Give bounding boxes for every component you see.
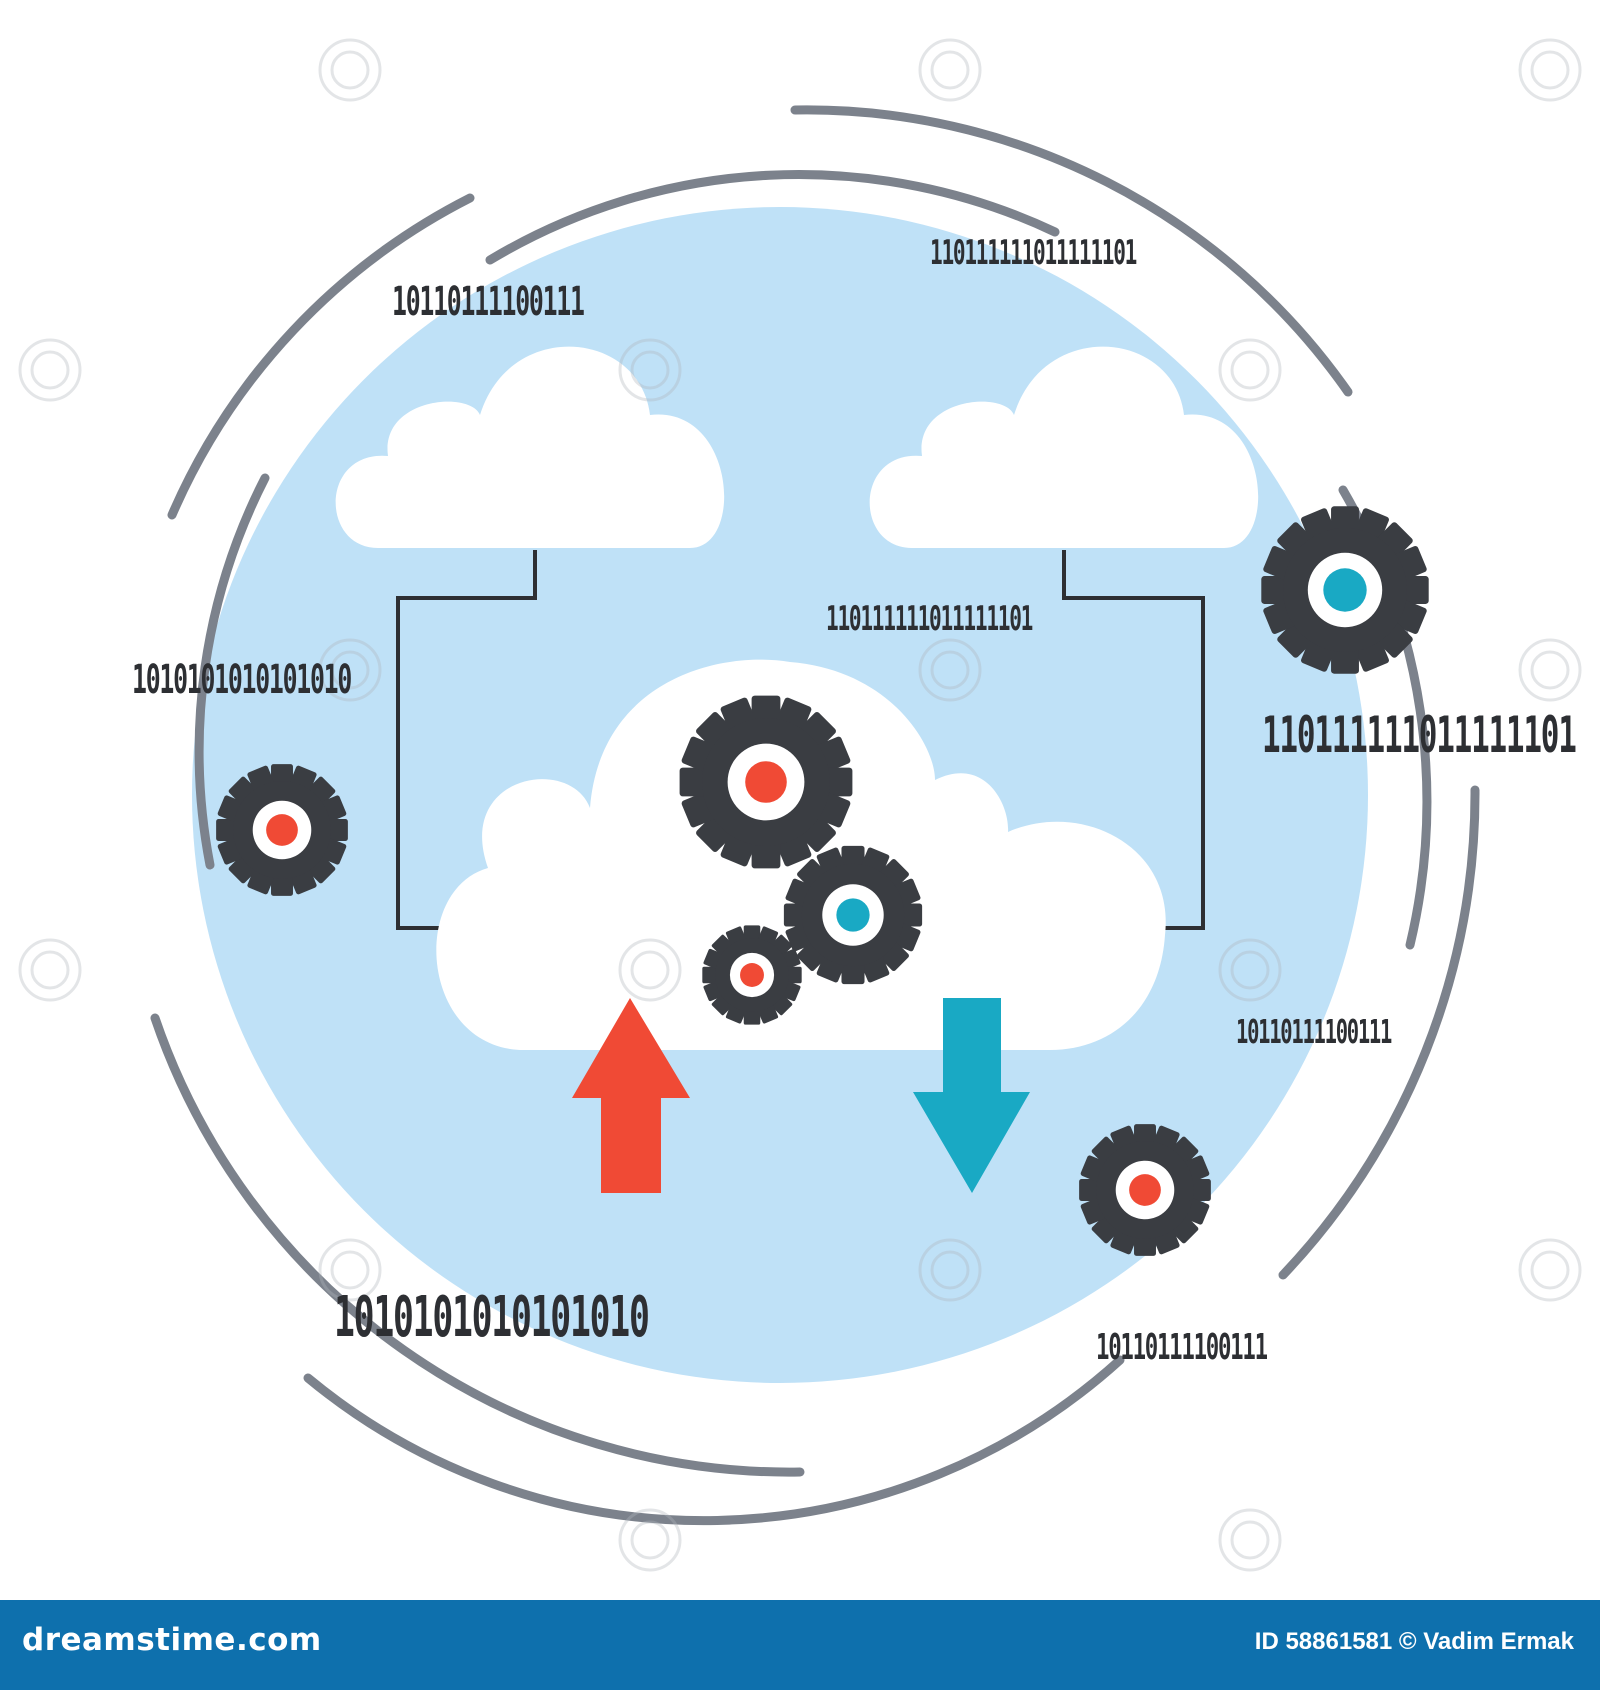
cloud-icon <box>335 346 725 548</box>
binary-text: 110111111011111101 <box>930 233 1137 273</box>
gear-icon <box>216 764 348 896</box>
binary-text: 10110111100111 <box>392 279 585 325</box>
gear-icon <box>1261 506 1429 674</box>
illustration: 10110111100111 110111111011111101 110111… <box>18 38 1582 1572</box>
brand-name: dreamstime.com <box>22 1622 322 1658</box>
upload-arrow-icon <box>572 998 690 1193</box>
gear-icon <box>783 845 923 985</box>
gear-icon <box>679 695 853 869</box>
watermark-pattern <box>18 38 1582 1572</box>
binary-text: 10110111100111 <box>1096 1327 1268 1368</box>
image-credit: ID 58861581 © Vadim Ermak <box>1254 1628 1574 1655</box>
gear-icon <box>702 925 802 1025</box>
connector-lines <box>396 550 1205 930</box>
cloud-computing-illustration <box>18 38 1582 1572</box>
binary-text: 1010101010101010 <box>334 1285 650 1350</box>
gear-icon <box>1079 1124 1211 1256</box>
footer-bar: dreamstime.com ID 58861581 © Vadim Ermak <box>0 1600 1600 1690</box>
cloud-icon <box>869 346 1259 548</box>
binary-text: 110111111011111101 <box>1262 706 1577 764</box>
download-arrow-icon <box>913 998 1030 1193</box>
binary-text: 10110111100111 <box>1236 1012 1392 1051</box>
binary-text: 110111111011111101 <box>826 599 1033 639</box>
ring-arcs <box>150 105 1480 1526</box>
binary-text: 1010101010101010 <box>132 657 352 703</box>
